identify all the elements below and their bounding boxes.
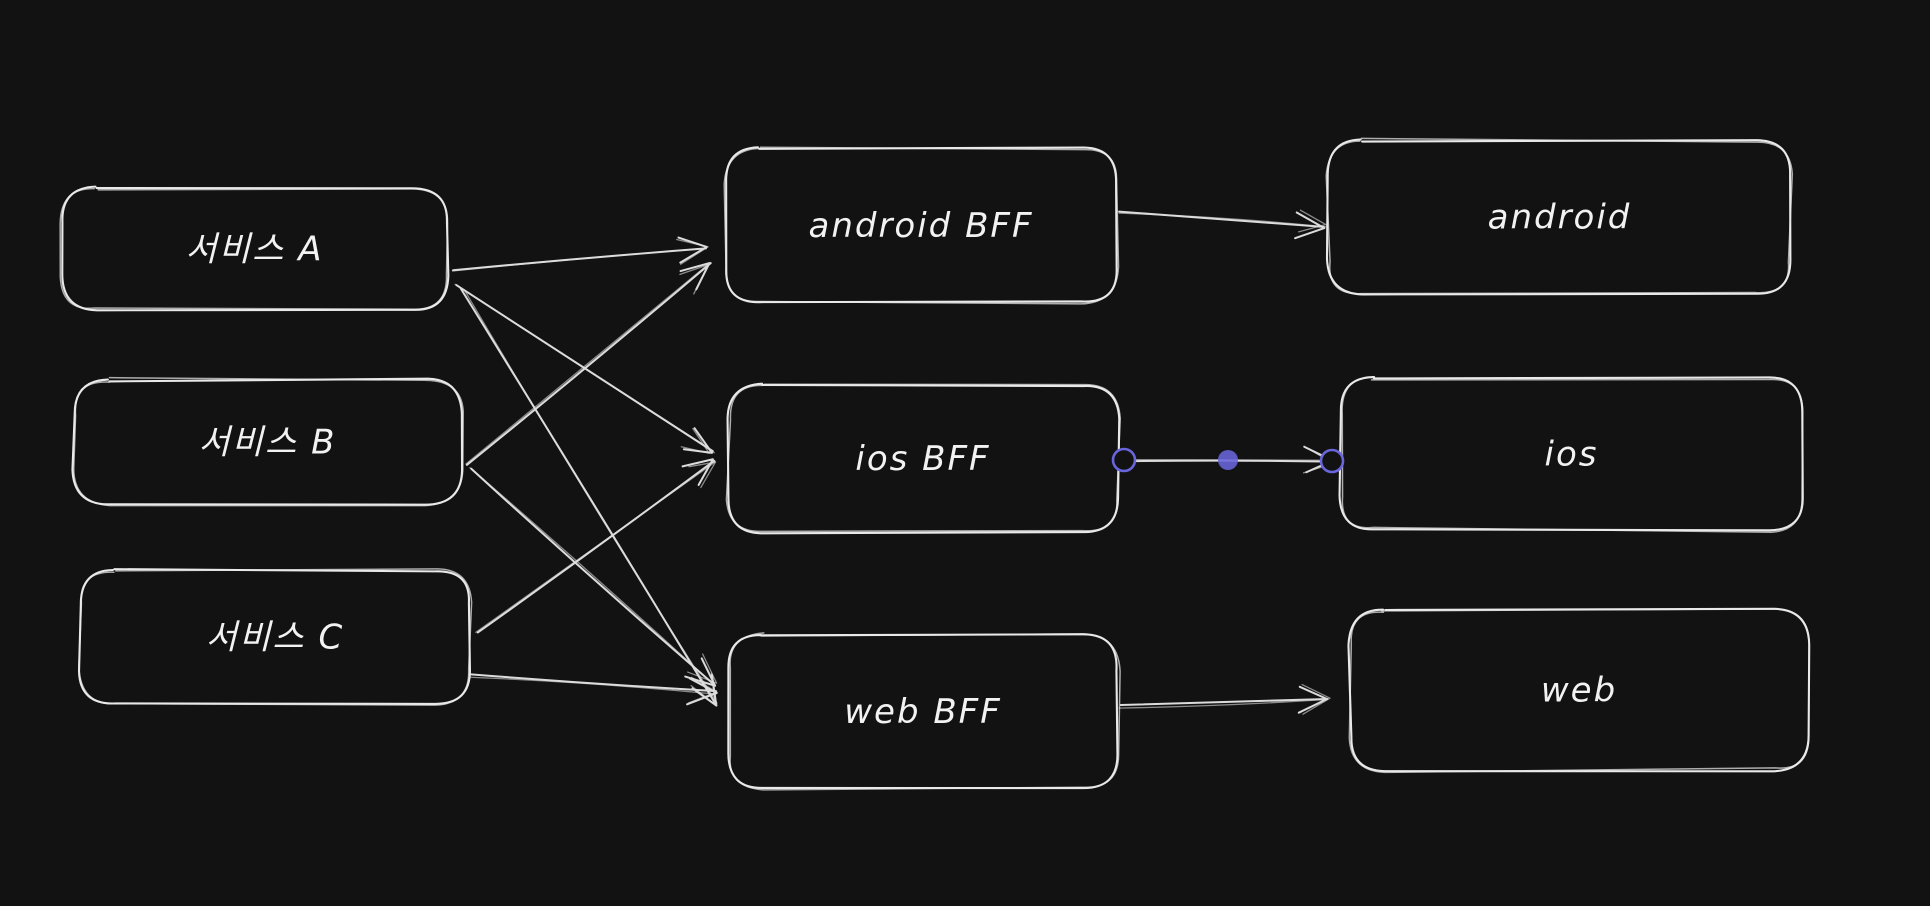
edge-stroke xyxy=(468,673,718,693)
node-label: ios BFF xyxy=(855,439,990,479)
node-service-a[interactable]: 서비스 A xyxy=(59,185,450,312)
node-label: ios xyxy=(1545,435,1599,475)
node-label: 서비스 A xyxy=(186,230,324,270)
arrowhead-icon xyxy=(687,676,718,704)
node-ios-bff[interactable]: ios BFF xyxy=(725,382,1121,535)
edge-edge-a-web[interactable] xyxy=(459,287,718,707)
node-outline-sketch xyxy=(1348,608,1810,774)
arrowhead-icon xyxy=(1297,209,1327,233)
selection-layer xyxy=(1111,447,1345,474)
edge-stroke xyxy=(470,467,716,687)
end-handle[interactable] xyxy=(1319,448,1345,474)
start-handle[interactable] xyxy=(1111,447,1137,473)
edge-stroke xyxy=(1119,698,1329,707)
edge-edge-webbff-web[interactable] xyxy=(1118,683,1331,715)
node-outline-sketch xyxy=(1341,376,1804,533)
node-service-c[interactable]: 서비스 C xyxy=(77,568,473,706)
edge-edge-androidbff-android[interactable] xyxy=(1118,209,1328,240)
edge-stroke xyxy=(465,262,712,466)
node-android[interactable]: android xyxy=(1325,137,1794,296)
arrowhead-icon xyxy=(687,653,718,684)
node-outline-sketch xyxy=(72,376,464,507)
edge-stroke-sketch xyxy=(1118,212,1328,228)
arrowhead-icon xyxy=(1301,683,1331,715)
edge-stroke-sketch xyxy=(475,461,717,633)
edge-edge-a-android[interactable] xyxy=(451,236,709,272)
edge-edge-c-web[interactable] xyxy=(468,673,718,706)
arrowhead-icon xyxy=(1294,211,1326,240)
node-label: 서비스 C xyxy=(206,618,344,658)
node-label: 서비스 B xyxy=(199,423,337,463)
midpoint-handle[interactable] xyxy=(1218,450,1238,470)
edge-stroke-sketch xyxy=(1118,698,1327,709)
node-outline xyxy=(726,382,1121,535)
node-label: android BFF xyxy=(808,206,1033,246)
node-label: web BFF xyxy=(844,692,1002,732)
nodes-layer: 서비스 A 서비스 B 서비스 C android BFF ios BFF web BFF… xyxy=(59,137,1811,791)
node-outline-sketch xyxy=(1325,137,1794,295)
node-android-bff[interactable]: android BFF xyxy=(723,146,1120,305)
node-service-b[interactable]: 서비스 B xyxy=(71,376,464,507)
arrowhead-icon xyxy=(686,677,718,706)
node-web-bff[interactable]: web BFF xyxy=(727,632,1121,791)
arrowhead-icon xyxy=(680,427,710,454)
arrowhead-icon xyxy=(688,461,717,489)
node-outline-sketch xyxy=(725,383,1121,533)
node-outline-sketch xyxy=(729,632,1121,791)
edge-stroke-sketch xyxy=(463,289,718,704)
edge-stroke-sketch xyxy=(451,247,707,272)
edge-stroke-sketch xyxy=(469,676,717,695)
node-outline-sketch xyxy=(59,187,449,311)
edge-edge-c-ios[interactable] xyxy=(475,458,717,634)
node-outline-sketch xyxy=(78,568,473,706)
node-outline-sketch xyxy=(723,146,1120,305)
edges-layer xyxy=(451,209,1335,715)
edge-stroke-sketch xyxy=(465,261,712,465)
arrowhead-icon xyxy=(679,264,709,295)
node-ios[interactable]: ios xyxy=(1338,375,1804,533)
node-web[interactable]: web xyxy=(1347,607,1811,774)
node-label: android xyxy=(1488,198,1632,238)
edge-edge-b-android[interactable] xyxy=(465,261,712,466)
edge-stroke-sketch xyxy=(469,467,714,685)
arrowhead-icon xyxy=(676,238,709,265)
edge-edge-b-web[interactable] xyxy=(469,467,718,687)
node-outline xyxy=(727,633,1119,790)
arrowhead-icon xyxy=(1297,685,1329,714)
node-label: web xyxy=(1541,671,1617,711)
